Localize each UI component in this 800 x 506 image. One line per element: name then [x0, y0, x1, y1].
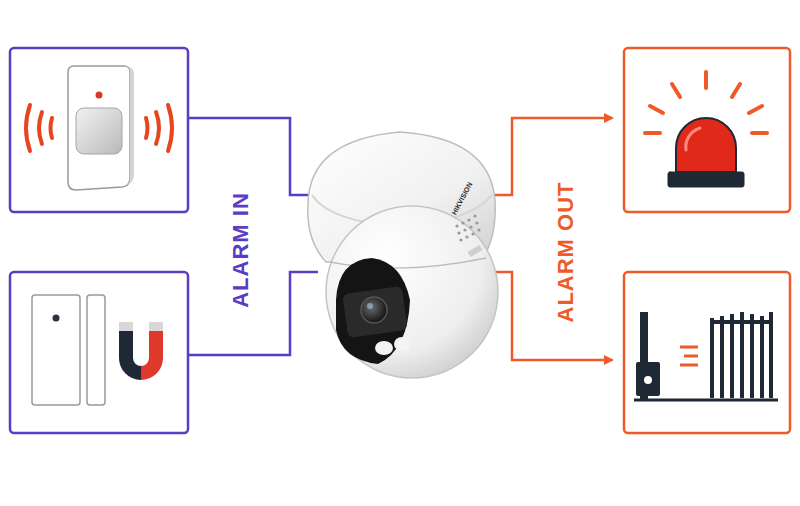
input-frame — [10, 48, 188, 212]
siren-icon — [645, 72, 767, 187]
motion-sensor-icon — [26, 66, 172, 190]
output-frame — [624, 48, 790, 212]
gate-icon — [634, 312, 778, 400]
signal-label: ALARM IN — [230, 192, 252, 308]
signal-label: ALARM OUT — [555, 182, 577, 323]
input-wire — [188, 272, 318, 355]
camera-illustration — [308, 132, 498, 378]
output-wire — [490, 272, 612, 360]
output-wire — [494, 118, 612, 195]
input-wire — [188, 118, 312, 195]
door-contact-icon — [32, 295, 163, 405]
input-frame — [10, 272, 188, 433]
output-frame — [624, 272, 790, 433]
